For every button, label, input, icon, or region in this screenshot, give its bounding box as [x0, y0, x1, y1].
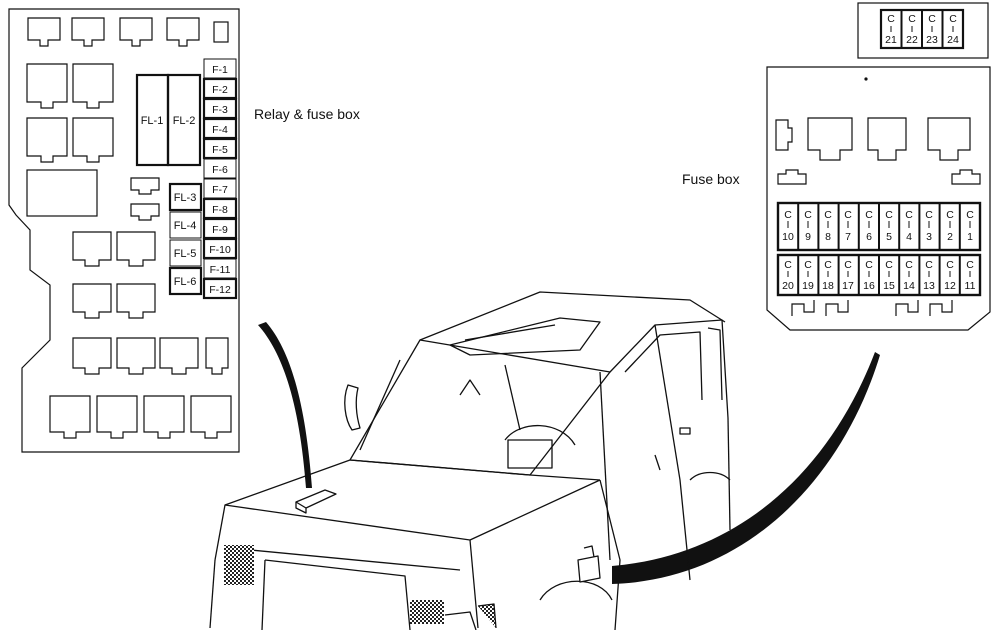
fuse-box-pointer-swoosh — [612, 352, 880, 584]
fuse-c12-prefix: C — [946, 259, 954, 271]
fuse-c15-number: 15 — [883, 280, 895, 292]
fusible-link-fl-2-label: FL-2 — [173, 115, 196, 127]
fusible-link-fl-4 — [169, 211, 202, 239]
fuse-f-4-label: F-4 — [212, 124, 228, 136]
fuse-c6-prefix: C — [865, 209, 873, 221]
fuse-c18-number: 18 — [822, 280, 834, 292]
fusible-link-fl-4-label: FL-4 — [174, 220, 197, 232]
fusible-link-fl-2 — [166, 73, 202, 167]
fuse-c21-prefix: C — [887, 13, 895, 25]
fuse-f-3-label: F-3 — [212, 104, 228, 116]
fuse-f-12-label: F-12 — [209, 284, 231, 296]
fuse-f-6-label: F-6 — [212, 164, 228, 176]
fuse-c19-prefix: C — [804, 259, 812, 271]
fuse-c11-prefix: C — [966, 259, 974, 271]
fuse-f-11-label: F-11 — [210, 264, 231, 276]
fuse-c20-number: 20 — [782, 280, 794, 292]
fuse-c8-number: 8 — [825, 231, 831, 243]
relay-socket-row-top — [27, 17, 229, 47]
fuse-c24-number: 24 — [947, 34, 959, 46]
fuse-f-2-label: F-2 — [212, 84, 228, 96]
fuse-c17-number: 17 — [842, 280, 854, 292]
fuse-c14-number: 14 — [903, 280, 915, 292]
fuse-c11-number: 11 — [965, 280, 976, 292]
fuse-c5-number: 5 — [886, 231, 892, 243]
fusible-link-fl-5 — [169, 239, 202, 267]
fuse-box-row-1: C C C C C C C C C C 10 9 8 7 6 5 4 3 2 1 — [776, 201, 982, 252]
fuse-c10-number: 10 — [782, 231, 794, 243]
fusible-link-group-lower: FL-3 FL-4 FL-5 FL-6 — [168, 182, 203, 296]
relay-socket-block-left — [26, 63, 160, 221]
fuse-c5-prefix: C — [885, 209, 893, 221]
fuse-f-8-label: F-8 — [212, 204, 228, 216]
fuse-c23-number: 23 — [926, 34, 938, 46]
fusible-link-fl-5-label: FL-5 — [174, 248, 197, 260]
fuse-c16-number: 16 — [863, 280, 875, 292]
fuse-c19-number: 19 — [802, 280, 814, 292]
fuse-c22-number: 22 — [906, 34, 918, 46]
fuse-c17-prefix: C — [844, 259, 852, 271]
fuse-c16-prefix: C — [865, 259, 873, 271]
fuse-c9-number: 9 — [805, 231, 811, 243]
relay-fuse-box-diagram — [8, 8, 240, 453]
fuse-box-top-connector: C C C C 21 22 23 24 — [857, 2, 989, 59]
fuse-box-diagram — [766, 66, 991, 331]
fuse-c1-number: 1 — [967, 231, 973, 243]
fuse-c13-number: 13 — [923, 280, 935, 292]
fuse-c6-number: 6 — [866, 231, 872, 243]
fusible-link-group-top: FL-1 FL-2 — [135, 73, 202, 167]
fuse-c13-prefix: C — [925, 259, 933, 271]
fuse-c20-prefix: C — [784, 259, 792, 271]
fuse-c14-prefix: C — [905, 259, 913, 271]
fuse-c1-prefix: C — [966, 209, 974, 221]
vehicle-illustration — [209, 291, 731, 630]
relay-fuse-box-callout: Relay & fuse box — [254, 106, 360, 122]
fuse-f-10-label: F-10 — [209, 244, 231, 256]
fusible-link-fl-3 — [168, 182, 203, 212]
fuse-c18-prefix: C — [824, 259, 832, 271]
fuse-c23-prefix: C — [928, 13, 936, 25]
relay-socket-block-lower — [49, 231, 232, 439]
fuse-c22-prefix: C — [908, 13, 916, 25]
fuse-c2-number: 2 — [947, 231, 953, 243]
fuse-column: F-1 F-2 F-3 F-4 F-5 F-6 F-7 F-8 F-9 F-10… — [202, 58, 238, 300]
fuse-f-5-label: F-5 — [212, 144, 228, 156]
fuse-f-9-label: F-9 — [212, 224, 228, 236]
fuse-c21-number: 21 — [885, 34, 897, 46]
fuse-c3-number: 3 — [926, 231, 932, 243]
fuse-box-callout: Fuse box — [682, 171, 740, 187]
fuse-c24-prefix: C — [949, 13, 957, 25]
relay-box-pointer-swoosh — [258, 322, 312, 488]
fuse-c4-prefix: C — [905, 209, 913, 221]
fusible-link-fl-6 — [168, 266, 203, 296]
fuse-c9-prefix: C — [804, 209, 812, 221]
fuse-c15-prefix: C — [885, 259, 893, 271]
fuse-c12-number: 12 — [944, 280, 956, 292]
fuse-c7-number: 7 — [845, 231, 851, 243]
fuse-f-1-label: F-1 — [212, 64, 228, 76]
fuse-c3-prefix: C — [925, 209, 933, 221]
fuse-f-7-label: F-7 — [212, 184, 228, 196]
fusible-link-fl-6-label: FL-6 — [174, 276, 197, 288]
fuse-c8-prefix: C — [824, 209, 832, 221]
fuse-c2-prefix: C — [946, 209, 954, 221]
fuse-c10-prefix: C — [784, 209, 792, 221]
fusible-link-fl-3-label: FL-3 — [174, 192, 197, 204]
fusible-link-fl-1-label: FL-1 — [141, 115, 164, 127]
fuse-box-row-2: C C C C C C C C C C 20 19 18 17 16 15 14… — [776, 253, 982, 297]
fuse-c4-number: 4 — [906, 231, 912, 243]
fuse-c7-prefix: C — [844, 209, 852, 221]
